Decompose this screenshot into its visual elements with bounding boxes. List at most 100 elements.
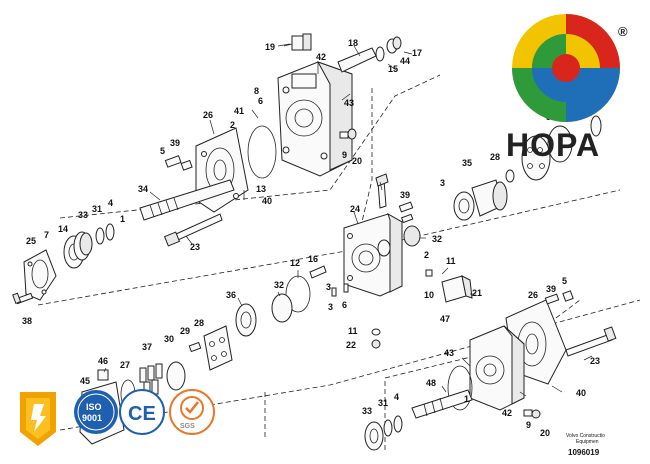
callout-4-br: 4 bbox=[394, 392, 399, 402]
callout-39-br: 39 bbox=[546, 284, 556, 294]
lower-drive-shaft bbox=[411, 389, 473, 419]
ce-mark: CE bbox=[128, 403, 156, 425]
callout-42: 42 bbox=[316, 52, 326, 62]
upper-bearing-stack bbox=[63, 223, 115, 269]
callout-48-br: 48 bbox=[426, 378, 436, 388]
servo-block bbox=[425, 269, 473, 303]
callout-22: 22 bbox=[346, 340, 356, 350]
callout-33-br: 33 bbox=[362, 406, 372, 416]
upper-o-ring bbox=[247, 125, 277, 179]
callout-18: 18 bbox=[348, 38, 358, 48]
callout-30: 30 bbox=[164, 334, 174, 344]
lower-bearing-stack bbox=[364, 415, 403, 451]
callout-41: 41 bbox=[234, 106, 244, 116]
leader-lines bbox=[103, 43, 593, 397]
gold-shield-icon bbox=[20, 392, 56, 446]
upper-drive-shaft bbox=[139, 179, 235, 221]
maker-line2: Equipmen bbox=[576, 439, 599, 445]
mid-small-parts bbox=[331, 283, 381, 349]
iso-badge: ISO 9001 bbox=[74, 390, 118, 434]
callout-1-br: 1 bbox=[464, 394, 469, 404]
callout-39: 39 bbox=[170, 138, 180, 148]
callout-3-lower: 3 bbox=[326, 282, 331, 292]
ce-badge: CE bbox=[119, 389, 165, 435]
callout-17: 17 bbox=[412, 48, 422, 58]
callout-8: 8 bbox=[254, 86, 259, 96]
callout-35: 35 bbox=[462, 158, 472, 168]
callout-28: 28 bbox=[490, 152, 500, 162]
callout-5-br: 5 bbox=[562, 276, 567, 286]
callout-46: 46 bbox=[98, 356, 108, 366]
callout-44: 44 bbox=[400, 56, 410, 66]
callout-23-br: 23 bbox=[590, 356, 600, 366]
callout-40-br: 40 bbox=[576, 388, 586, 398]
callout-3: 3 bbox=[440, 178, 445, 188]
callout-10: 10 bbox=[424, 290, 434, 300]
callout-12: 12 bbox=[290, 258, 300, 268]
callout-32: 32 bbox=[432, 234, 442, 244]
callout-11-lower: 11 bbox=[348, 326, 358, 336]
callout-7: 7 bbox=[44, 230, 49, 240]
callout-6-mid: 6 bbox=[342, 300, 347, 310]
callout-13: 13 bbox=[256, 184, 266, 194]
callout-2: 2 bbox=[230, 120, 235, 130]
callout-42-br: 42 bbox=[502, 408, 512, 418]
lower-o-ring bbox=[447, 365, 473, 411]
upper-front-flange bbox=[23, 249, 57, 301]
brand-name: HOPA bbox=[506, 127, 600, 163]
callout-38: 38 bbox=[22, 316, 32, 326]
callout-47: 47 bbox=[440, 314, 450, 324]
registered-mark: ® bbox=[618, 24, 628, 39]
upper-plugs-9-20 bbox=[339, 128, 357, 140]
upper-plugs bbox=[164, 155, 193, 171]
callout-labels: 19 18 17 42 44 15 8 6 41 43 26 2 39 5 9 … bbox=[22, 38, 604, 438]
upper-pump-housing bbox=[277, 61, 353, 177]
swash-plate-assembly bbox=[453, 179, 508, 221]
drawing-footer: Volvo Constructio Equipmen 1096019 bbox=[566, 433, 605, 457]
callout-25: 25 bbox=[26, 236, 36, 246]
iso-line1: ISO bbox=[86, 402, 102, 412]
mid-plugs bbox=[398, 201, 414, 224]
callout-45: 45 bbox=[80, 376, 90, 386]
lower-plugs-9-20 bbox=[523, 409, 541, 419]
upper-cylinder-block bbox=[505, 115, 602, 183]
callout-1: 1 bbox=[120, 214, 125, 224]
callout-36: 36 bbox=[226, 290, 236, 300]
lower-pump-housing bbox=[469, 325, 525, 411]
callout-31-br: 31 bbox=[378, 398, 388, 408]
callout-20: 20 bbox=[352, 156, 362, 166]
callout-33: 33 bbox=[78, 210, 88, 220]
hopa-logo: ® HOPA bbox=[506, 14, 628, 163]
callout-3-mid: 3 bbox=[328, 302, 333, 312]
adjusting-screw bbox=[337, 36, 402, 73]
callout-24: 24 bbox=[350, 204, 360, 214]
lower-cylinder-block bbox=[188, 325, 233, 371]
callout-26: 26 bbox=[203, 110, 213, 120]
callout-14: 14 bbox=[58, 224, 68, 234]
callout-15: 15 bbox=[388, 64, 398, 74]
callout-26-br: 26 bbox=[528, 290, 538, 300]
callout-11: 11 bbox=[446, 256, 456, 266]
flange-bolt bbox=[12, 292, 34, 305]
callout-16: 16 bbox=[308, 254, 318, 264]
callout-21: 21 bbox=[472, 288, 482, 298]
callout-20-br: 20 bbox=[540, 428, 550, 438]
callout-40: 40 bbox=[262, 196, 272, 206]
lower-right-plugs bbox=[544, 290, 574, 305]
callout-37-lower: 37 bbox=[142, 342, 152, 352]
certification-badges: ISO 9001 CE SGS bbox=[20, 389, 215, 446]
callout-39-mid: 39 bbox=[400, 190, 410, 200]
sgs-label: SGS bbox=[180, 423, 195, 430]
iso-line2: 9001 bbox=[82, 413, 102, 423]
solenoid-connector bbox=[283, 33, 312, 51]
callout-9-br: 9 bbox=[526, 420, 531, 430]
maker-line1: Volvo Constructio bbox=[566, 433, 605, 439]
mid-valve-plate bbox=[377, 225, 421, 257]
drawing-number: 1096019 bbox=[568, 448, 600, 457]
callout-43: 43 bbox=[344, 98, 354, 108]
central-pump-housing bbox=[343, 212, 403, 297]
upper-bolt bbox=[163, 213, 223, 247]
callout-32-lower: 32 bbox=[274, 280, 284, 290]
callout-31-top: 31 bbox=[92, 204, 102, 214]
